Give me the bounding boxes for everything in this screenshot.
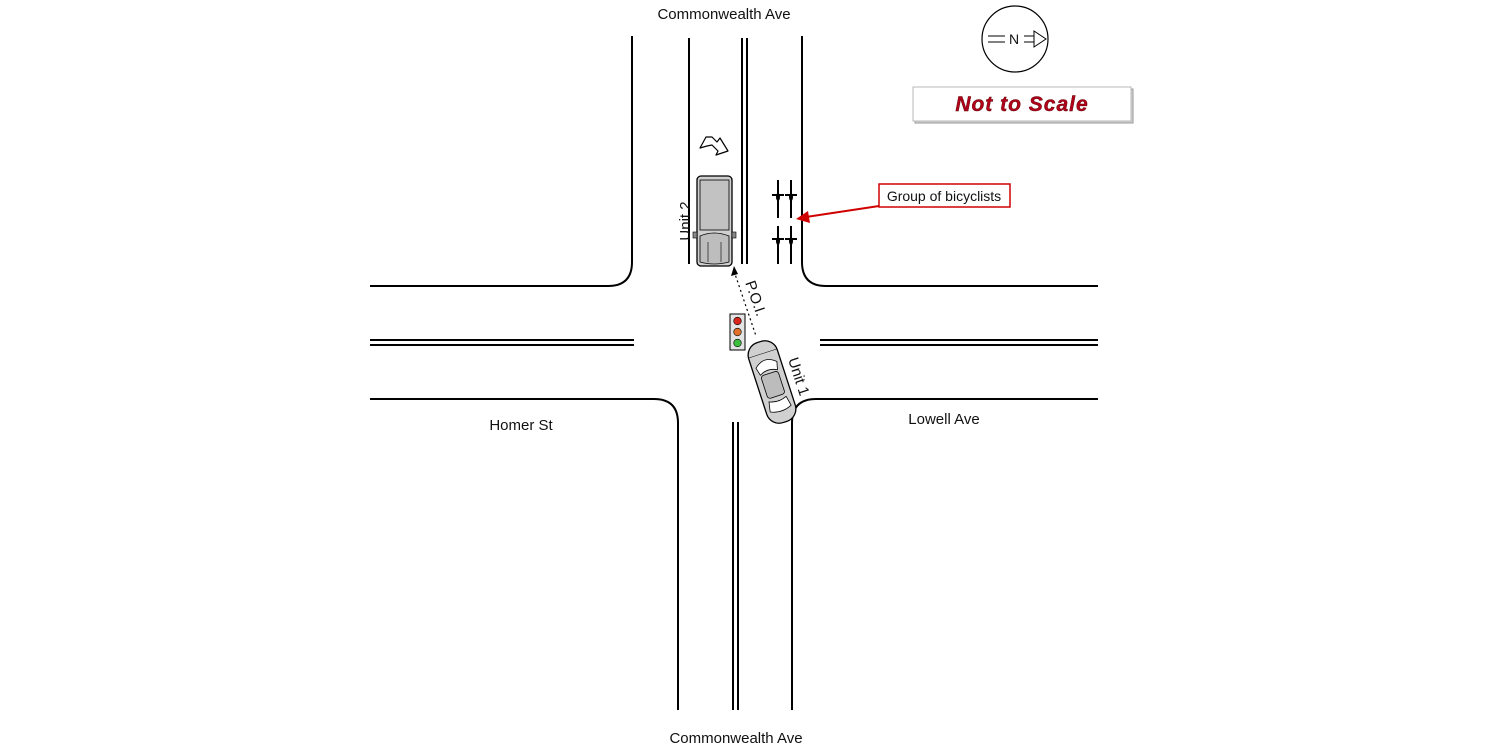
lane-lines (370, 38, 1098, 710)
traffic-light-icon (729, 313, 746, 351)
poi-path (731, 266, 757, 337)
bicycle-icon (772, 180, 784, 218)
turn-arrow-icon (699, 136, 729, 156)
unit-2-vehicle (692, 175, 737, 267)
street-label-east: Lowell Ave (908, 411, 979, 428)
scale-note-box: Not to Scale (912, 86, 1134, 124)
bicycle-icon (785, 226, 797, 264)
bicycle-icon (772, 226, 784, 264)
street-label-north: Commonwealth Ave (657, 6, 790, 23)
road-curb-se (791, 398, 1098, 710)
unit-1-vehicle (747, 340, 797, 424)
road-edges (370, 36, 1098, 710)
unit-2-label: Unit 2 (677, 201, 694, 240)
bicycle-icon (785, 180, 797, 218)
road-curb-sw (370, 398, 679, 710)
road-curb-nw (370, 36, 633, 287)
callout-text: Group of bicyclists (887, 188, 1001, 204)
bicyclist-callout: Group of bicyclists (796, 183, 1011, 223)
road-curb-ne (801, 36, 1098, 287)
scale-note-text: Not to Scale (955, 93, 1088, 116)
bicyclist-group (772, 180, 797, 264)
compass-letter: N (1009, 31, 1019, 47)
north-arrow-icon: N (981, 5, 1049, 73)
poi-label: P.O.I. (741, 279, 769, 319)
street-label-south: Commonwealth Ave (669, 730, 802, 747)
street-label-west: Homer St (489, 417, 553, 434)
